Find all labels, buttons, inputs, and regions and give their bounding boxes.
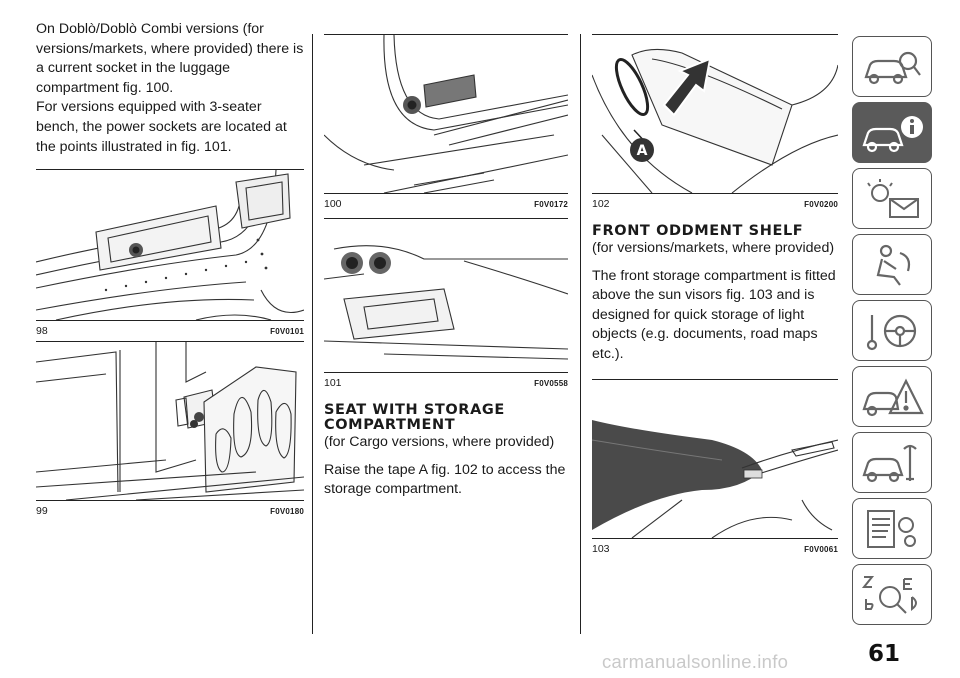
airbag-seat-icon	[876, 244, 911, 286]
luggage-socket-illustration	[36, 170, 304, 321]
tab-safety[interactable]	[852, 234, 932, 295]
figure-code: F0V0180	[270, 507, 304, 517]
figure-103	[592, 378, 838, 539]
car-service-icon	[862, 444, 917, 482]
car-search-icon	[864, 51, 921, 84]
column-left: On Doblò/Doblò Combi versions (for versi…	[36, 20, 304, 519]
section-body-seat-storage: Raise the tape A fig. 102 to access the …	[324, 461, 566, 498]
paragraph-current-socket: On Doblò/Doblò Combi versions (for versi…	[36, 21, 304, 96]
figure-code: F0V0558	[534, 379, 568, 388]
section-subtitle-front-shelf: (for versions/markets, where provided)	[592, 240, 835, 256]
alphabet-index-icon	[861, 575, 917, 614]
column-divider	[312, 34, 313, 634]
figure-number: 99	[36, 505, 48, 518]
tab-index[interactable]	[852, 564, 932, 625]
tab-car-info[interactable]	[852, 102, 932, 163]
column-middle: 100 F0V0172 101 F0V0558 SEAT WITH STORAG…	[324, 34, 568, 500]
figure-number: 98	[36, 325, 48, 338]
dual-socket-illustration	[324, 245, 568, 360]
seat-tape-illustration: A	[592, 48, 838, 193]
watermark: carmanualsonline.info	[602, 651, 789, 672]
callout-a: A	[637, 143, 648, 159]
figure-101	[324, 218, 568, 373]
tab-warning-lights[interactable]	[852, 168, 932, 229]
figure-100-caption: 100 F0V0172	[324, 194, 568, 212]
figure-code: F0V0172	[534, 200, 568, 209]
figure-99	[36, 341, 304, 502]
column-divider	[580, 34, 581, 634]
tab-technical-specs[interactable]	[852, 498, 932, 559]
figure-number: 100	[324, 198, 342, 210]
figure-102-caption: 102 F0V0200	[592, 194, 838, 212]
specs-gear-icon	[867, 509, 916, 548]
tab-emergency[interactable]	[852, 366, 932, 427]
figure-code: F0V0101	[270, 327, 304, 337]
section-title-front-shelf: FRONT ODDMENT SHELF	[592, 223, 804, 239]
column-right: A 102 F0V0200 FRONT ODDMENT SHELF (for v…	[592, 34, 838, 557]
front-shelf-illustration	[592, 419, 838, 538]
breakdown-triangle-icon	[862, 378, 924, 416]
paragraph-power-sockets: For versions equipped with 3-seater benc…	[36, 99, 287, 155]
figure-103-caption: 103 F0V0061	[592, 539, 838, 557]
section-subtitle-seat-storage: (for Cargo versions, where provided)	[324, 434, 555, 450]
section-title-seat-storage: SEAT WITH STORAGE COMPARTMENT	[324, 402, 505, 433]
figure-102: A	[592, 34, 838, 194]
figure-100	[324, 34, 568, 194]
figure-101-caption: 101 F0V0558	[324, 373, 568, 391]
page-number: 61	[868, 641, 901, 667]
tab-starting-driving[interactable]	[852, 300, 932, 361]
car-info-icon	[862, 115, 923, 152]
figure-98	[36, 169, 304, 322]
figure-99-caption: 99 F0V0180	[36, 501, 304, 519]
key-steering-icon	[866, 314, 917, 350]
chapter-tabs	[852, 36, 932, 630]
figure-number: 101	[324, 377, 342, 389]
socket-closeup-illustration	[324, 35, 568, 193]
figure-number: 102	[592, 198, 610, 210]
figure-number: 103	[592, 542, 610, 555]
section-body-front-shelf: The front storage compartment is fitted …	[592, 267, 836, 362]
seat-sockets-illustration	[36, 342, 304, 501]
figure-98-caption: 98 F0V0101	[36, 321, 304, 339]
tab-car-search[interactable]	[852, 36, 932, 97]
figure-code: F0V0061	[804, 544, 838, 554]
tab-servicing[interactable]	[852, 432, 932, 493]
figure-code: F0V0200	[804, 200, 838, 209]
warning-light-icon	[867, 178, 919, 218]
